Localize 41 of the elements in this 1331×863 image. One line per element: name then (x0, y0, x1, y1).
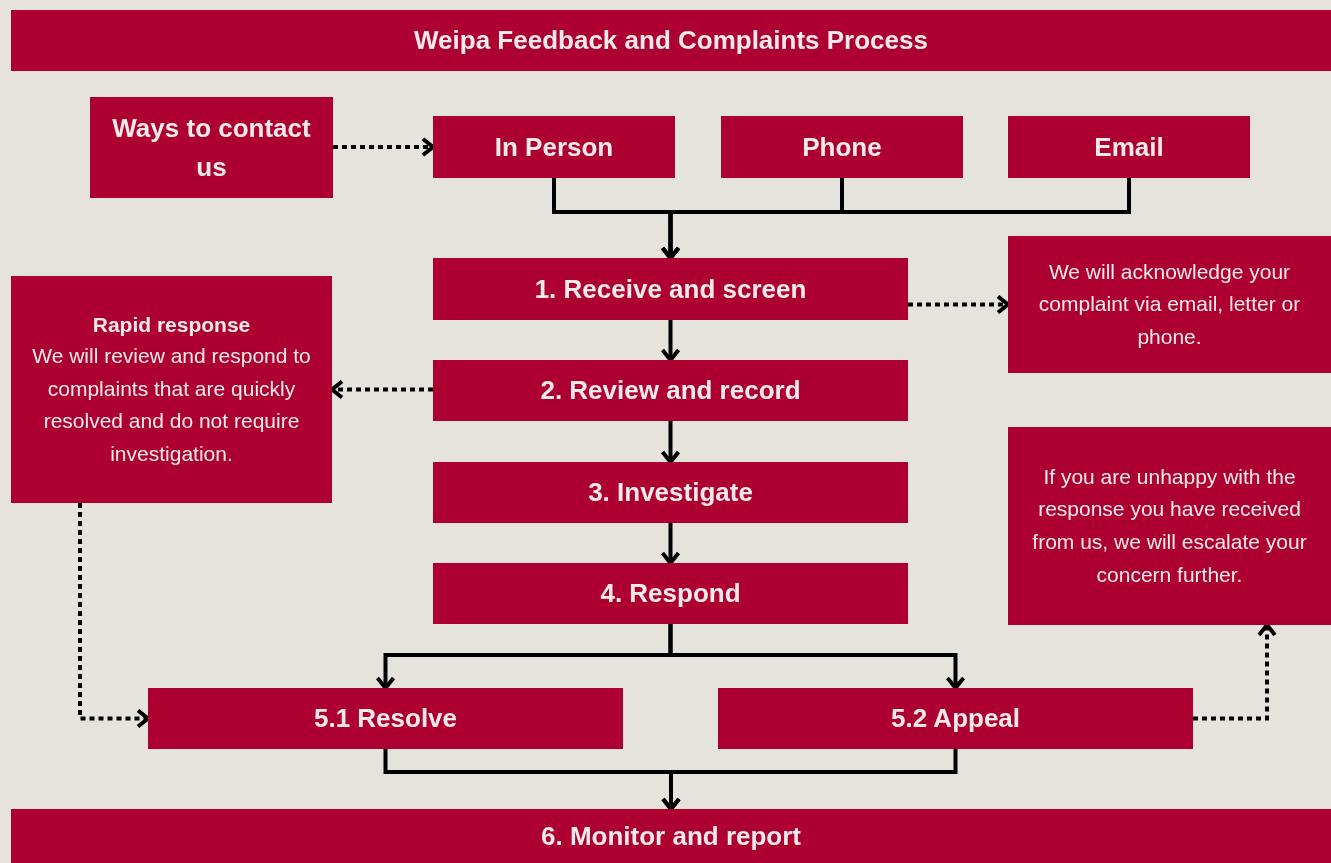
note-box (1008, 427, 1331, 625)
process-box (1008, 116, 1250, 178)
step-label: 5.1 Resolve (313, 702, 458, 735)
process-box (433, 258, 908, 320)
step-label: 3. Investigate (588, 476, 753, 509)
step-label: Ways to contact us (111, 111, 312, 184)
title-banner (11, 10, 1331, 71)
step-label: Phone (802, 130, 882, 164)
arrow (660, 320, 681, 362)
step-label: In Person (494, 130, 614, 164)
title-text: Weipa Feedback and Complaints Process (414, 25, 928, 56)
process-box (718, 688, 1193, 749)
arrow (661, 749, 958, 811)
dotted-arrow (333, 137, 435, 157)
dotted-arrow (1193, 623, 1277, 721)
step-label: 6. Monitor and report (541, 819, 801, 853)
process-box (11, 809, 1331, 863)
dotted-arrow (908, 294, 1010, 315)
note-text: We will review and respond to complaints that are quickly resolved and do not require investigation. (31, 343, 312, 467)
note-box (11, 276, 332, 503)
step-label: 1. Receive and screen (534, 272, 807, 306)
process-box (721, 116, 963, 178)
note-heading: Rapid response (92, 311, 251, 338)
process-box (433, 116, 675, 178)
arrow (660, 178, 1131, 260)
process-box (148, 688, 623, 749)
arrow (660, 523, 681, 565)
arrow (660, 421, 681, 464)
arrow (668, 624, 966, 690)
process-box (433, 563, 908, 624)
step-label: 2. Review and record (540, 374, 801, 407)
note-box (1008, 236, 1331, 373)
process-box (433, 360, 908, 421)
note-text: We will acknowledge your complaint via email, letter or phone. (1037, 258, 1302, 350)
step-label: Email (1094, 130, 1164, 164)
note-text: If you are unhappy with the response you have received from us, we will escalate your concern further. (1031, 463, 1308, 588)
step-label: 4. Respond (600, 577, 741, 610)
process-box (433, 462, 908, 523)
dotted-arrow (78, 503, 150, 729)
step-label: 5.2 Appeal (890, 702, 1021, 735)
process-box (90, 97, 333, 198)
